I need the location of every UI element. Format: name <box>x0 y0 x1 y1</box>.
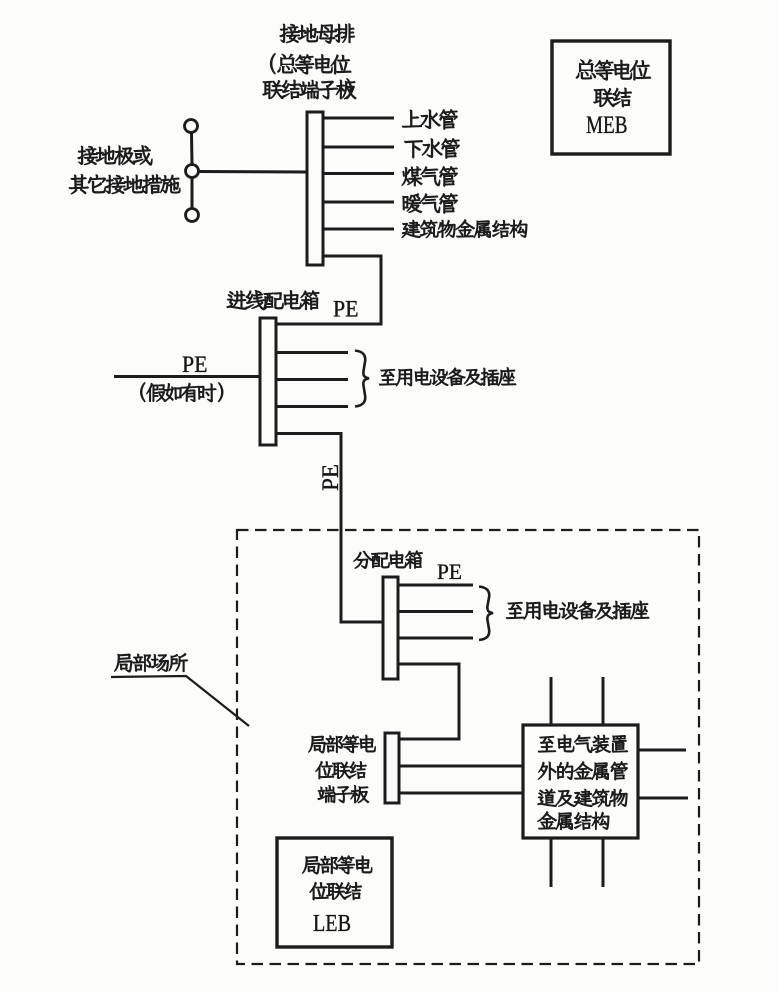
svg-text:位联结: 位联结 <box>315 757 367 783</box>
svg-text:进线配电箱: 进线配电箱 <box>226 287 319 315</box>
svg-text:局部场所: 局部场所 <box>114 649 188 676</box>
svg-text:暖气管: 暖气管 <box>401 190 458 218</box>
svg-text:建筑物金属结构: 建筑物金属结构 <box>401 215 528 242</box>
svg-text:下水管: 下水管 <box>403 135 460 163</box>
svg-text:联结: 联结 <box>593 84 632 112</box>
svg-text:道及建筑物: 道及建筑物 <box>537 784 628 811</box>
svg-text:PE: PE <box>318 464 343 491</box>
svg-text:局部等电: 局部等电 <box>302 851 372 878</box>
svg-text:至电气装置: 至电气装置 <box>537 730 628 757</box>
svg-text:MEB: MEB <box>586 112 628 139</box>
svg-text:联结端子板）: 联结端子板） <box>262 73 365 104</box>
svg-text:LEB: LEB <box>313 911 351 937</box>
svg-text:分配电箱: 分配电箱 <box>353 546 423 573</box>
svg-text:接地母排: 接地母排 <box>279 20 355 48</box>
svg-text:PE: PE <box>182 352 208 377</box>
svg-text:上水管: 上水管 <box>401 106 458 134</box>
svg-text:煤气管: 煤气管 <box>401 163 458 191</box>
svg-text:（总等电位: （总等电位 <box>254 48 351 79</box>
svg-text:金属结构: 金属结构 <box>537 807 610 834</box>
svg-text:接地极或: 接地极或 <box>77 142 153 170</box>
svg-text:端子板: 端子板 <box>317 781 370 807</box>
svg-text:至用电设备及插座: 至用电设备及插座 <box>505 597 650 624</box>
svg-text:PE: PE <box>437 559 462 584</box>
svg-text:PE: PE <box>333 297 359 322</box>
svg-text:（假如有时）: （假如有时） <box>125 379 235 407</box>
svg-text:其它接地措施: 其它接地措施 <box>68 171 181 199</box>
svg-text:位联结: 位联结 <box>309 877 362 904</box>
svg-text:至用电设备及插座: 至用电设备及插座 <box>378 363 517 390</box>
svg-text:总等电位: 总等电位 <box>575 54 651 85</box>
svg-text:外的金属管: 外的金属管 <box>537 757 628 784</box>
svg-text:局部等电: 局部等电 <box>308 731 376 757</box>
